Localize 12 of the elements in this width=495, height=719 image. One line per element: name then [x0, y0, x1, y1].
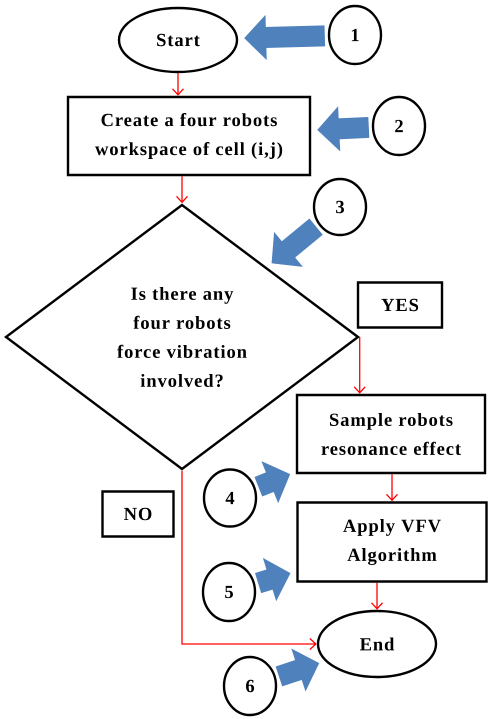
block-arrow [272, 218, 323, 267]
process-box: Apply VFV Algorithm [296, 501, 488, 583]
label-box: YES [356, 281, 444, 329]
process-box: Create a four robots workspace of cell (i,j) [66, 96, 312, 176]
process-box: Sample robots resonance effect [296, 394, 486, 474]
arrow [354, 337, 366, 394]
arrow [176, 176, 188, 204]
arrow [371, 582, 383, 610]
arrow [386, 474, 398, 502]
arrow [172, 73, 184, 96]
arrow [181, 470, 317, 650]
label-box: NO [101, 490, 175, 538]
